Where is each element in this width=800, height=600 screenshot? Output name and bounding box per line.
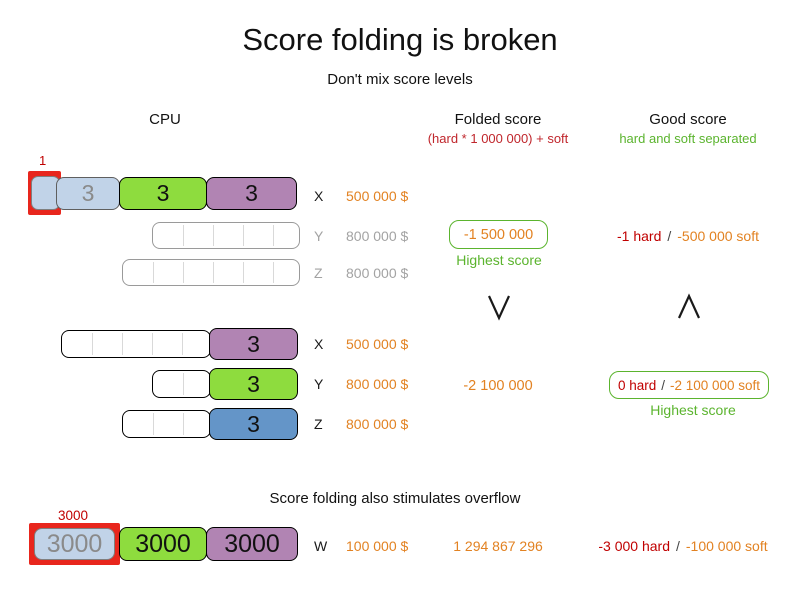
folded-score-value: 1 294 867 296 — [453, 538, 543, 554]
cpu-row-label: Z — [314, 416, 323, 432]
good-score-value: -1 hard / -500 000 soft — [588, 228, 788, 244]
good-comparison-less-icon — [676, 293, 702, 321]
cell-divider — [213, 225, 214, 246]
cpu-slots-empty — [122, 259, 300, 286]
task-dark-blue: 3 — [209, 408, 298, 440]
good-score-value: -3 000 hard / -100 000 soft — [578, 538, 788, 554]
score-separator: / — [675, 538, 680, 554]
cell-divider — [183, 262, 184, 283]
hard-score: 0 hard — [617, 377, 657, 393]
cell-divider — [243, 225, 244, 246]
folded-score-formula: (hard * 1 000 000) + soft — [427, 131, 569, 146]
task-fragment-blue — [31, 176, 60, 210]
column-header-good-score: Good score — [649, 111, 727, 128]
task-green: 3 — [209, 368, 298, 400]
soft-score: -100 000 soft — [685, 538, 768, 554]
cpu-row-cost: 800 000 $ — [346, 416, 409, 432]
cpu-row-cost: 800 000 $ — [346, 376, 409, 392]
task-purple: 3 — [209, 328, 298, 360]
cpu-row-cost: 800 000 $ — [346, 228, 409, 244]
cell-divider — [273, 262, 274, 283]
good-score-formula: hard and soft separated — [619, 131, 757, 146]
overflow-annotation-3000: 3000 — [58, 508, 89, 523]
page-title: Score folding is broken — [242, 22, 558, 57]
cpu-row-cost: 100 000 $ — [346, 538, 409, 554]
cell-divider — [152, 333, 153, 355]
task-green: 3 — [119, 177, 207, 210]
score-separator: / — [667, 228, 672, 244]
cpu-slots-empty — [122, 410, 211, 438]
cell-divider — [153, 262, 154, 283]
folded-score-value: -2 100 000 — [463, 378, 533, 394]
hard-score: -3 000 hard — [598, 538, 670, 554]
task-green: 3000 — [119, 527, 207, 561]
overflow-annotation-1: 1 — [39, 153, 47, 168]
cell-divider — [153, 413, 154, 435]
cell-divider — [182, 333, 183, 355]
cell-divider — [213, 262, 214, 283]
cpu-slots-empty — [152, 370, 211, 398]
folded-comparison-greater-icon — [486, 293, 512, 321]
hard-score: -1 hard — [617, 228, 662, 244]
score-separator: / — [661, 377, 665, 393]
cell-divider — [183, 225, 184, 246]
column-header-cpu: CPU — [149, 111, 181, 128]
folded-score-highlight-box: -1 500 000 — [449, 220, 548, 249]
cpu-row-label: Y — [314, 228, 324, 244]
column-header-folded-score: Folded score — [454, 111, 542, 128]
highest-score-note: Highest score — [456, 252, 542, 268]
cpu-row-cost: 500 000 $ — [346, 188, 409, 204]
task-blue: 3 — [56, 177, 120, 210]
cpu-row-label: Z — [314, 265, 323, 281]
cell-divider — [243, 262, 244, 283]
cell-divider — [273, 225, 274, 246]
folded-score-value: -1 500 000 — [463, 226, 534, 243]
overflow-section-heading: Score folding also stimulates overflow — [269, 490, 521, 507]
cpu-slots-empty — [61, 330, 211, 358]
cell-divider — [122, 333, 123, 355]
cpu-slots-empty — [152, 222, 300, 249]
highest-score-note: Highest score — [650, 402, 736, 418]
cell-divider — [92, 333, 93, 355]
task-blue: 3000 — [34, 528, 115, 560]
cpu-row-cost: 500 000 $ — [346, 336, 409, 352]
task-purple: 3 — [206, 177, 297, 210]
cpu-row-label: X — [314, 336, 324, 352]
cpu-row-label: W — [314, 538, 328, 554]
soft-score: -500 000 soft — [677, 228, 759, 244]
cell-divider — [183, 373, 184, 395]
cpu-row-label: X — [314, 188, 324, 204]
page-subtitle: Don't mix score levels — [327, 71, 473, 88]
soft-score: -2 100 000 soft — [669, 377, 761, 393]
task-purple: 3000 — [206, 527, 298, 561]
good-score-highlight-box: 0 hard / -2 100 000 soft — [609, 371, 769, 399]
cpu-row-label: Y — [314, 376, 324, 392]
cell-divider — [183, 413, 184, 435]
cpu-row-cost: 800 000 $ — [346, 265, 409, 281]
